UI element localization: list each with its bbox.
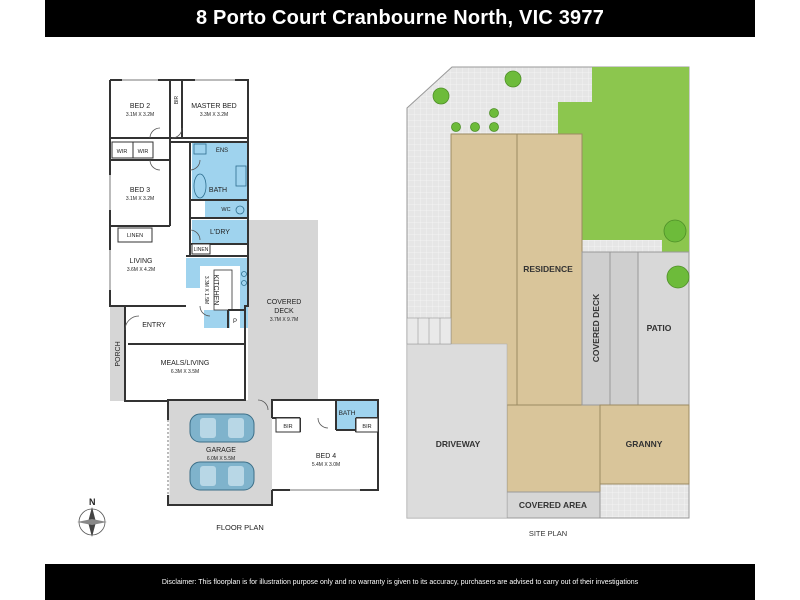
linen1-label: LINEN (127, 233, 143, 239)
bath2-label: BATH (339, 410, 356, 417)
floor-plan: BED 2 3.1M X 3.2M BIR MASTER BED 3.3M X … (77, 78, 379, 537)
wir-right-room (132, 141, 154, 159)
master-bed-dims: 3.3M X 3.2M (200, 112, 228, 118)
meals-living-dims: 6.3M X 3.5M (171, 369, 199, 375)
porch-area (110, 306, 125, 401)
shower (235, 165, 247, 187)
ens-label: ENS (216, 148, 228, 154)
disclaimer-bar: Disclaimer: This floorplan is for illust… (45, 564, 755, 600)
car-top (189, 413, 255, 443)
bed4-label: BED 4 (316, 453, 336, 460)
door-swings (124, 127, 329, 429)
tree-icon (489, 122, 499, 132)
garage-label: GARAGE (206, 447, 236, 454)
bed4-dims: 5.4M X 3.0M (312, 462, 340, 468)
kitchen-bench-right (240, 258, 248, 328)
driveway-label: DRIVEWAY (436, 439, 481, 449)
tree-icon (663, 219, 687, 243)
bir-room-2 (355, 417, 379, 433)
bir3-label: BIR (362, 424, 371, 430)
kitchen-sink-unit (204, 310, 230, 328)
covered-area-block (506, 491, 601, 519)
floor-plan-caption: FLOOR PLAN (216, 523, 264, 532)
covered-deck-area (248, 220, 318, 400)
porch-label: PORCH (115, 341, 122, 366)
tree-icon (432, 87, 450, 105)
tree-icon (451, 122, 461, 132)
bir2-label: BIR (283, 424, 292, 430)
bed3-dims: 3.1M X 3.2M (126, 196, 154, 202)
wir-label-2: WIR (138, 149, 149, 155)
kitchen-island (213, 269, 233, 311)
site-plan-caption: SITE PLAN (529, 529, 567, 538)
bir-room-1 (275, 417, 301, 433)
car-bottom (189, 461, 255, 491)
bed3-label: BED 3 (130, 187, 150, 194)
wir-label-1: WIR (117, 149, 128, 155)
tree-icon (666, 265, 690, 289)
cooktop-ring-1 (241, 271, 247, 277)
laundry-area (192, 220, 248, 244)
granny-label: GRANNY (626, 439, 663, 449)
title-bar: 8 Porto Court Cranbourne North, VIC 3977 (45, 0, 755, 37)
linen2-room (191, 243, 211, 255)
residence-label: RESIDENCE (523, 264, 573, 274)
bed2-dims: 3.1M X 3.2M (126, 112, 154, 118)
covered-area-label: COVERED AREA (519, 500, 587, 510)
granny-block (599, 404, 690, 485)
ensuite-vanity (193, 143, 207, 155)
steps (406, 317, 452, 345)
linen2-label: LINEN (194, 247, 209, 253)
bed2-label: BED 2 (130, 103, 150, 110)
ldry-label: L'DRY (210, 229, 230, 236)
wc-label: WC (221, 207, 230, 213)
linen-room (117, 227, 153, 243)
tree-icon (489, 108, 499, 118)
covered-deck-label-2: DECK (274, 308, 294, 315)
driveway-area (406, 343, 508, 519)
covered-deck-label-1: COVERED (267, 299, 302, 306)
entry-label: ENTRY (142, 322, 166, 329)
kitchen-bench-top (186, 258, 248, 266)
site-covered-deck-label: COVERED DECK (591, 293, 601, 362)
cooktop-ring-2 (241, 280, 247, 286)
living-label: LIVING (130, 258, 153, 265)
pantry-label: P (233, 319, 237, 325)
tree-icon (504, 70, 522, 88)
north-arrow-icon: N (77, 497, 107, 537)
toilet (235, 205, 245, 215)
bath-area (192, 160, 248, 200)
trees (432, 70, 690, 289)
bath-label: BATH (209, 187, 227, 194)
covered-deck-dims: 3.7M X 9.7M (270, 317, 298, 323)
living-dims: 3.6M X 4.2M (127, 267, 155, 273)
bathtub (193, 173, 207, 199)
tree-icon (470, 122, 480, 132)
disclaimer-text: Disclaimer: This floorplan is for illust… (161, 578, 639, 586)
kitchen-dims: 3.3M X 1.5M (203, 276, 209, 304)
kitchen-label: KITCHEN (212, 275, 219, 306)
master-bed-label: MASTER BED (191, 103, 237, 110)
garage-cars (189, 413, 255, 491)
windows (108, 78, 360, 495)
patio-label: PATIO (647, 323, 672, 333)
residence-lower (506, 404, 601, 493)
property-address-title: 8 Porto Court Cranbourne North, VIC 3977 (195, 7, 605, 29)
garage-dims: 6.0M X 5.5M (207, 456, 235, 462)
north-label: N (89, 497, 96, 507)
bir-top-label: BIR (174, 95, 180, 104)
meals-living-label: MEALS/LIVING (161, 360, 210, 367)
site-plan: RESIDENCE COVERED DECK PATIO DRIVEWAY GR… (406, 66, 690, 538)
